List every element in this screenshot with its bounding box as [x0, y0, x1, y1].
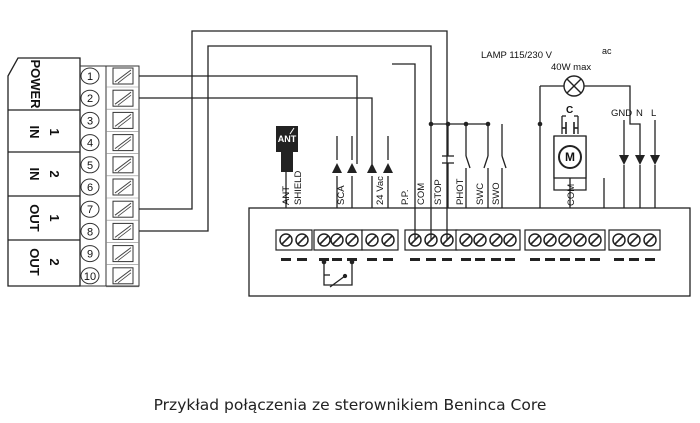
screw-icon — [558, 233, 572, 247]
label-sca: SCA — [336, 185, 347, 205]
screw-icon — [503, 233, 517, 247]
label-motor-com: COM — [566, 184, 577, 206]
screw-icon — [295, 233, 309, 247]
lamp-power-label: 40W max — [551, 62, 591, 73]
screw-icon — [345, 233, 359, 247]
arrow-up-icon — [383, 163, 393, 173]
terminal-number: 9 — [87, 249, 93, 261]
capacitor-label: C — [566, 105, 573, 116]
terminal-row: 7 — [80, 200, 139, 221]
lamp-ac-label: ac — [602, 46, 612, 56]
caption: Przykład połączenia ze sterownikiem Beni… — [153, 396, 547, 414]
screw-icon — [473, 233, 487, 247]
screw-icon — [573, 233, 587, 247]
label-out1-a: OUT — [27, 204, 42, 232]
arrow-up-icon — [347, 163, 357, 173]
gnd-label: GND — [611, 108, 632, 119]
screw-terminal-group — [608, 229, 661, 261]
screw-icon — [643, 233, 657, 247]
screw-icon — [627, 233, 641, 247]
terminal-number: 1 — [87, 71, 93, 83]
arrow-down-icon — [635, 155, 645, 165]
terminal-row: 9 — [80, 245, 139, 265]
terminal-row: 3 — [80, 111, 139, 132]
terminal-row: 6 — [80, 178, 139, 199]
label-in2-b: 2 — [47, 170, 62, 177]
label-stop: STOP — [433, 179, 444, 205]
terminal-number: 5 — [87, 160, 93, 172]
controller-box — [248, 207, 691, 297]
label-out2-b: 2 — [47, 258, 62, 265]
motor-icon: M — [553, 135, 587, 179]
terminal-row: 4 — [80, 134, 139, 154]
capacitor-icon — [562, 122, 578, 134]
wires — [139, 30, 656, 286]
screw-terminal-group — [455, 229, 521, 261]
terminal-row: 10 — [80, 267, 139, 288]
phot-contact-icon — [465, 155, 471, 178]
label-swo: SWO — [491, 182, 502, 205]
screw-terminal-group — [361, 229, 399, 261]
label-out2-a: OUT — [27, 248, 42, 276]
connector-arrows — [332, 155, 660, 173]
label-24vac: 24 Vac — [375, 176, 386, 205]
screw-icon — [612, 233, 626, 247]
label-out1-b: 1 — [47, 214, 62, 221]
terminal-number: 6 — [87, 182, 93, 194]
terminal-row: 8 — [80, 222, 139, 243]
label-in1-b: 1 — [47, 128, 62, 135]
stop-contact-icon — [442, 155, 454, 178]
swo-contact-icon — [501, 124, 507, 178]
l-label: L — [651, 108, 656, 119]
screw-terminal-group — [524, 229, 606, 261]
screw-icon — [588, 233, 602, 247]
screw-icon — [365, 233, 379, 247]
arrow-down-icon — [650, 155, 660, 165]
left-terminal-block — [7, 57, 81, 287]
label-ant: ANT — [281, 186, 292, 205]
arrow-down-icon — [619, 155, 629, 165]
lamp-icon — [563, 75, 585, 97]
arrow-up-icon — [332, 163, 342, 173]
label-swc: SWC — [475, 183, 486, 205]
terminal-number: 4 — [87, 138, 93, 150]
terminal-row: 5 — [80, 156, 139, 177]
antenna-icon: ANT — [276, 126, 298, 172]
screw-icon — [528, 233, 542, 247]
screw-icon — [317, 233, 331, 247]
terminal-number: 2 — [87, 93, 93, 105]
screw-icon — [279, 233, 293, 247]
screw-icon — [330, 233, 344, 247]
terminal-number: 10 — [84, 271, 96, 283]
terminal-row: 2 — [80, 89, 139, 110]
antenna-label: ANT — [278, 134, 297, 144]
screw-icon — [381, 233, 395, 247]
label-com: COM — [416, 183, 427, 205]
screw-icon — [489, 233, 503, 247]
screw-terminal-group — [275, 229, 313, 261]
label-power: POWER — [28, 59, 43, 109]
label-in2-a: IN — [27, 168, 42, 181]
label-shield: SHIELD — [293, 171, 304, 205]
label-pp: P.P. — [400, 189, 411, 205]
terminal-row: 1 — [80, 67, 139, 88]
swc-contact-icon — [483, 155, 489, 178]
junction-dots — [321, 121, 543, 265]
motor-symbol: M — [565, 150, 575, 164]
n-label: N — [636, 108, 643, 119]
arrow-up-icon — [367, 163, 377, 173]
label-in1-a: IN — [27, 126, 42, 139]
terminal-number: 7 — [87, 204, 93, 216]
terminal-number: 3 — [87, 115, 93, 127]
terminal-number: 8 — [87, 226, 93, 238]
screw-icon — [543, 233, 557, 247]
sca-switch-icon — [324, 273, 348, 288]
label-phot: PHOT — [455, 178, 466, 205]
screw-icon — [459, 233, 473, 247]
lamp-label: LAMP 115/230 V — [481, 50, 553, 61]
